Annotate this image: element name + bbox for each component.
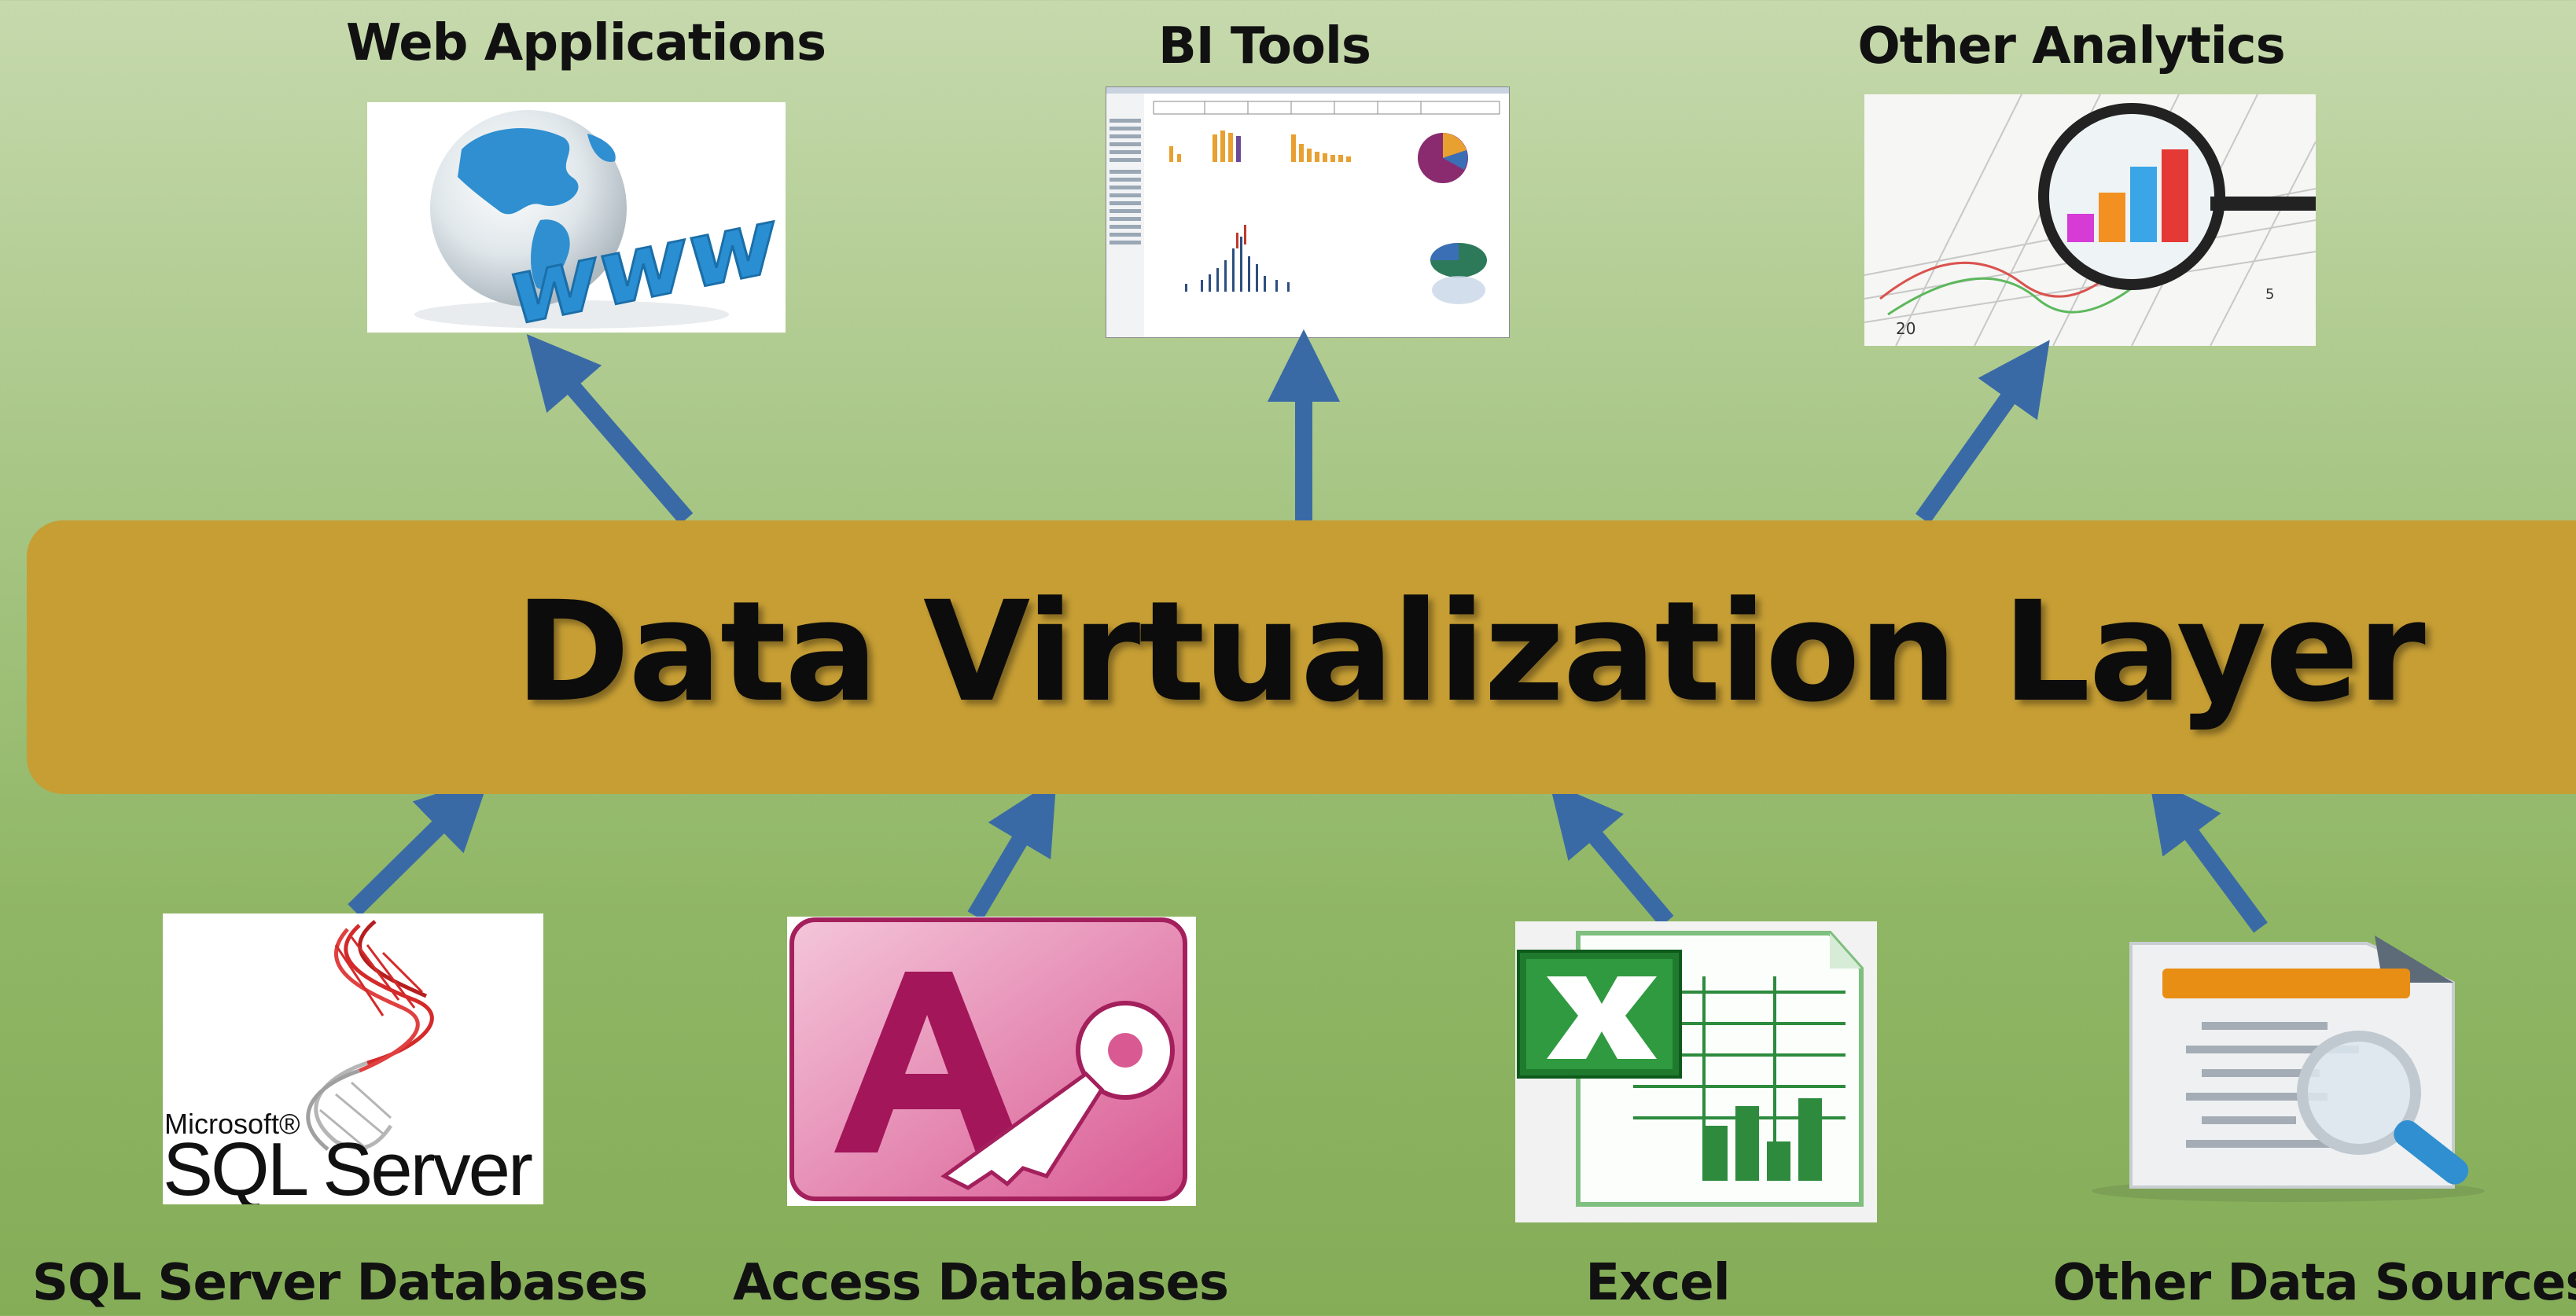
- sql-server-logo-text: SQL Server: [163, 1127, 532, 1204]
- arrow-from-access: [967, 778, 1057, 921]
- bi-dashboard-icon: [1106, 86, 1510, 338]
- document-search-icon: [2076, 928, 2516, 1203]
- sql-server-databases-label: SQL Server Databases: [31, 1254, 648, 1312]
- sql-server-logo-microsoft: Microsoft®: [164, 1108, 300, 1140]
- other-data-sources-label: Other Data Sources: [2052, 1254, 2576, 1312]
- svg-text:5: 5: [2265, 286, 2274, 303]
- arrow-from-excel: [1549, 781, 1674, 928]
- layer-title: Data Virtualization Layer: [515, 572, 2426, 733]
- sql-server-logo-icon: Microsoft® SQL Server: [163, 913, 543, 1204]
- access-databases-label: Access Databases: [733, 1254, 1229, 1312]
- other-analytics-label: Other Analytics: [1857, 17, 2285, 75]
- magnifier-chart-icon: 20 5: [1864, 94, 2316, 346]
- web-applications-label: Web Applications: [345, 14, 826, 72]
- access-logo-icon: [787, 917, 1196, 1206]
- excel-label: Excel: [1585, 1254, 1730, 1312]
- bi-tools-label: BI Tools: [1158, 17, 1371, 75]
- arrow-to-other-analytics: [1915, 340, 2050, 524]
- svg-text:20: 20: [1896, 319, 1915, 338]
- arrow-to-web-applications: [526, 334, 694, 525]
- excel-logo-icon: [1515, 921, 1877, 1222]
- arrow-from-sql-server: [348, 776, 490, 917]
- data-virtualization-layer: [27, 520, 2576, 794]
- globe-www-icon: www: [367, 102, 786, 333]
- arrow-from-other-sources: [2148, 776, 2268, 933]
